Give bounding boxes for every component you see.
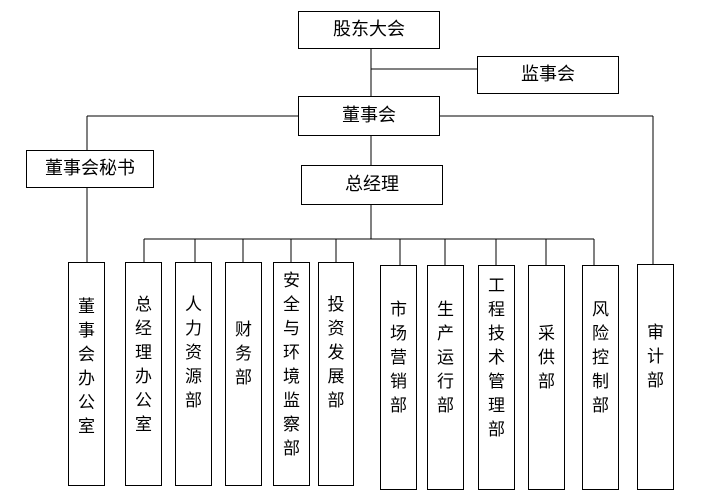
dept-production: 生产运行部 xyxy=(427,265,464,490)
dept-safety-environment-label: 安全与环境监察部 xyxy=(283,271,300,459)
dept-audit: 审计部 xyxy=(637,264,674,490)
board-secretary-label: 董事会秘书 xyxy=(45,158,135,179)
board-of-directors-label: 董事会 xyxy=(342,105,396,126)
dept-engineering-management-label: 工程技术管理部 xyxy=(488,276,505,440)
dept-investment-development-label: 投资发展部 xyxy=(327,295,345,411)
dept-risk-control-label: 风险控制部 xyxy=(592,300,609,416)
general-manager-label: 总经理 xyxy=(345,174,399,195)
supervisors-board-box: 监事会 xyxy=(477,56,619,94)
dept-safety-environment: 安全与环境监察部 xyxy=(273,262,310,486)
dept-procurement-label: 采供部 xyxy=(538,324,555,392)
dept-risk-control: 风险控制部 xyxy=(582,265,619,490)
shareholders-meeting-label: 股东大会 xyxy=(333,19,405,40)
dept-marketing-label: 市场营销部 xyxy=(390,300,407,416)
dept-investment-development: 投资发展部 xyxy=(318,262,354,486)
general-manager-box: 总经理 xyxy=(301,165,443,205)
dept-finance-label: 财务部 xyxy=(235,320,252,388)
dept-marketing: 市场营销部 xyxy=(380,265,417,490)
board-of-directors-box: 董事会 xyxy=(298,96,440,136)
shareholders-meeting-box: 股东大会 xyxy=(298,11,440,49)
dept-audit-label: 审计部 xyxy=(647,323,664,391)
dept-engineering-management: 工程技术管理部 xyxy=(478,265,515,490)
dept-board-office: 董事会办公室 xyxy=(68,262,105,486)
dept-gm-office-label: 总经理办公室 xyxy=(135,295,152,435)
dept-procurement: 采供部 xyxy=(528,265,565,490)
board-secretary-box: 董事会秘书 xyxy=(26,150,154,188)
dept-board-office-label: 董事会办公室 xyxy=(78,297,95,437)
supervisors-board-label: 监事会 xyxy=(521,64,575,85)
dept-gm-office: 总经理办公室 xyxy=(125,262,162,486)
dept-human-resources: 人力资源部 xyxy=(175,262,212,486)
dept-finance: 财务部 xyxy=(225,262,262,486)
dept-human-resources-label: 人力资源部 xyxy=(185,295,202,411)
dept-production-label: 生产运行部 xyxy=(437,300,454,416)
